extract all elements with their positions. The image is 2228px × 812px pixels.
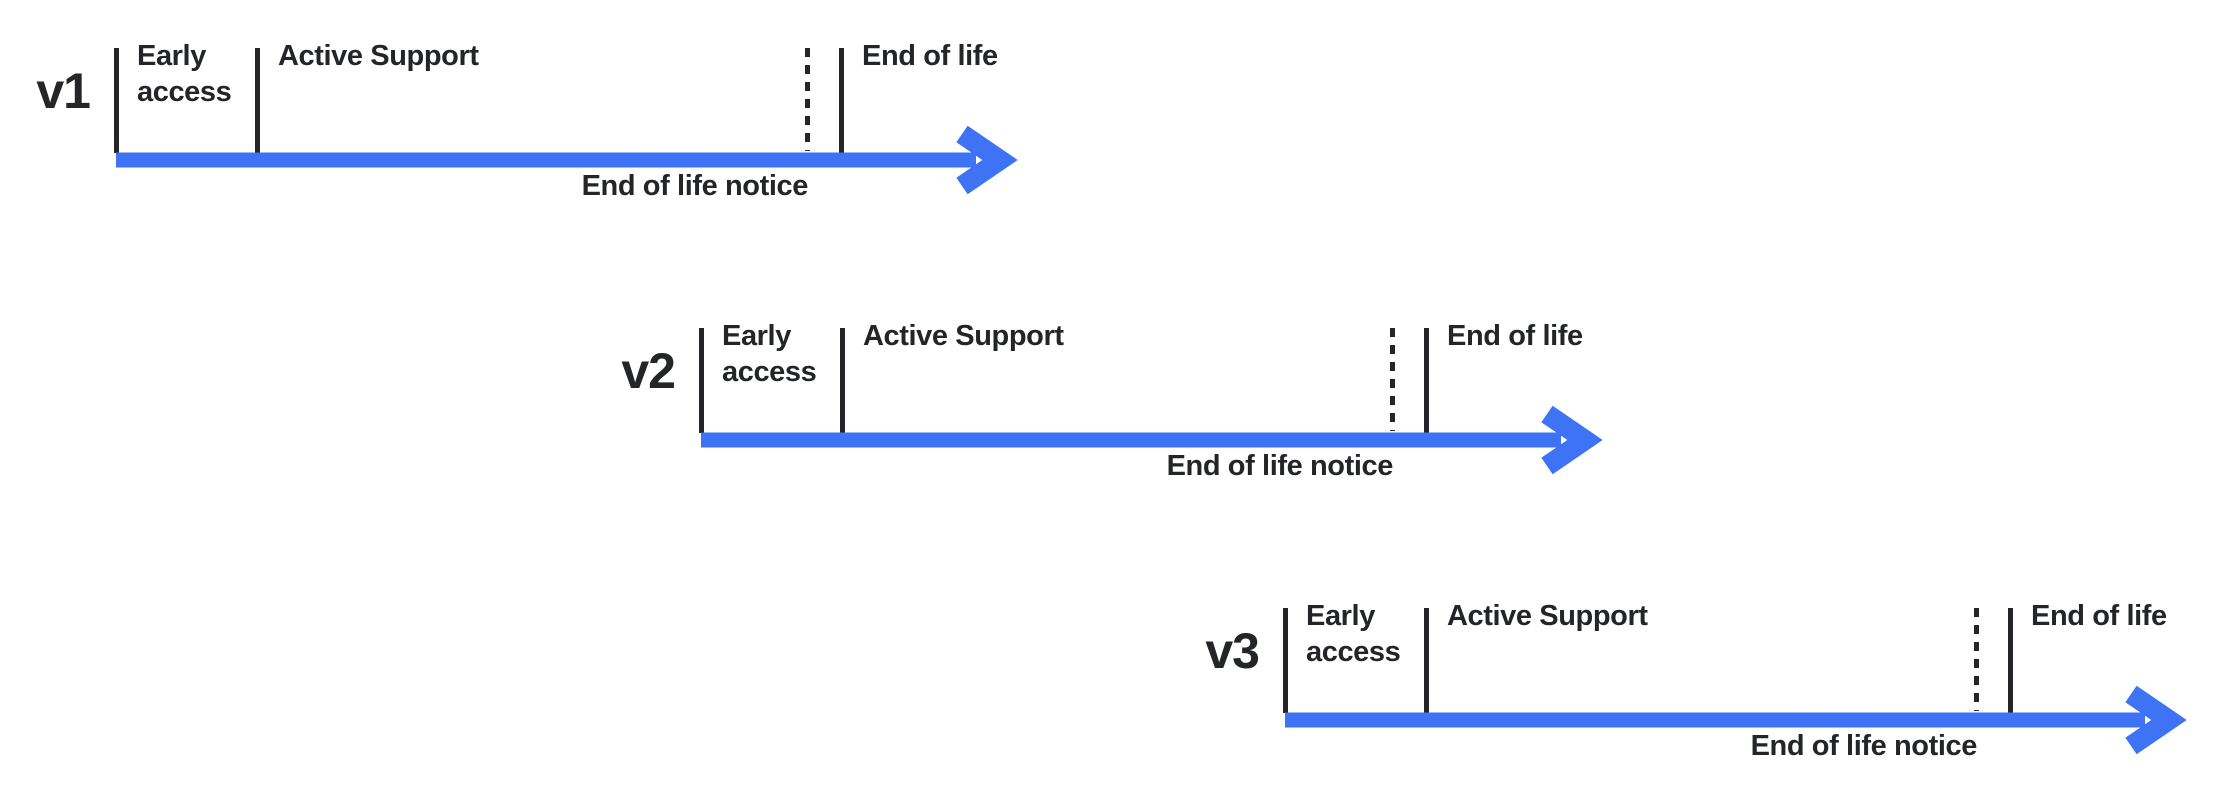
active-support-start-tick <box>840 328 845 433</box>
eol-notice-dashed-line <box>1390 328 1395 431</box>
end-of-life-tick <box>1424 328 1429 433</box>
active-support-start-tick <box>255 48 260 153</box>
end-of-life-notice-label: End of life notice <box>1750 730 1978 762</box>
end-of-life-label: End of life <box>862 40 998 72</box>
eol-notice-dashed-line <box>1974 608 1979 711</box>
version-label: v1 <box>36 63 91 119</box>
timeline-arrow-icon <box>701 405 1603 475</box>
early-access-start-tick <box>1283 608 1288 713</box>
version-label: v2 <box>621 343 676 399</box>
end-of-life-tick <box>2008 608 2013 713</box>
end-of-life-notice-label: End of life notice <box>581 170 809 202</box>
timeline-arrow-icon <box>116 125 1018 195</box>
end-of-life-tick <box>839 48 844 153</box>
active-support-label: Active Support <box>863 320 1064 352</box>
version-label: v3 <box>1205 623 1260 679</box>
timeline-arrow-icon <box>1285 685 2187 755</box>
timeline-row-v1: v1 Early access Active Support End of li… <box>0 28 1057 288</box>
timeline-row-v2: v2 Early access Active Support End of li… <box>522 308 1642 568</box>
early-access-start-tick <box>114 48 119 153</box>
early-access-label: Early access <box>137 40 232 108</box>
end-of-life-notice-label: End of life notice <box>1166 450 1394 482</box>
active-support-label: Active Support <box>1447 600 1648 632</box>
end-of-life-label: End of life <box>2031 600 2167 632</box>
early-access-label: Early access <box>1306 600 1401 668</box>
end-of-life-label: End of life <box>1447 320 1583 352</box>
active-support-label: Active Support <box>278 40 479 72</box>
timeline-row-v3: v3 Early access Active Support End of li… <box>1106 588 2226 812</box>
active-support-start-tick <box>1424 608 1429 713</box>
early-access-label: Early access <box>722 320 817 388</box>
eol-notice-dashed-line <box>805 48 810 151</box>
early-access-start-tick <box>699 328 704 433</box>
